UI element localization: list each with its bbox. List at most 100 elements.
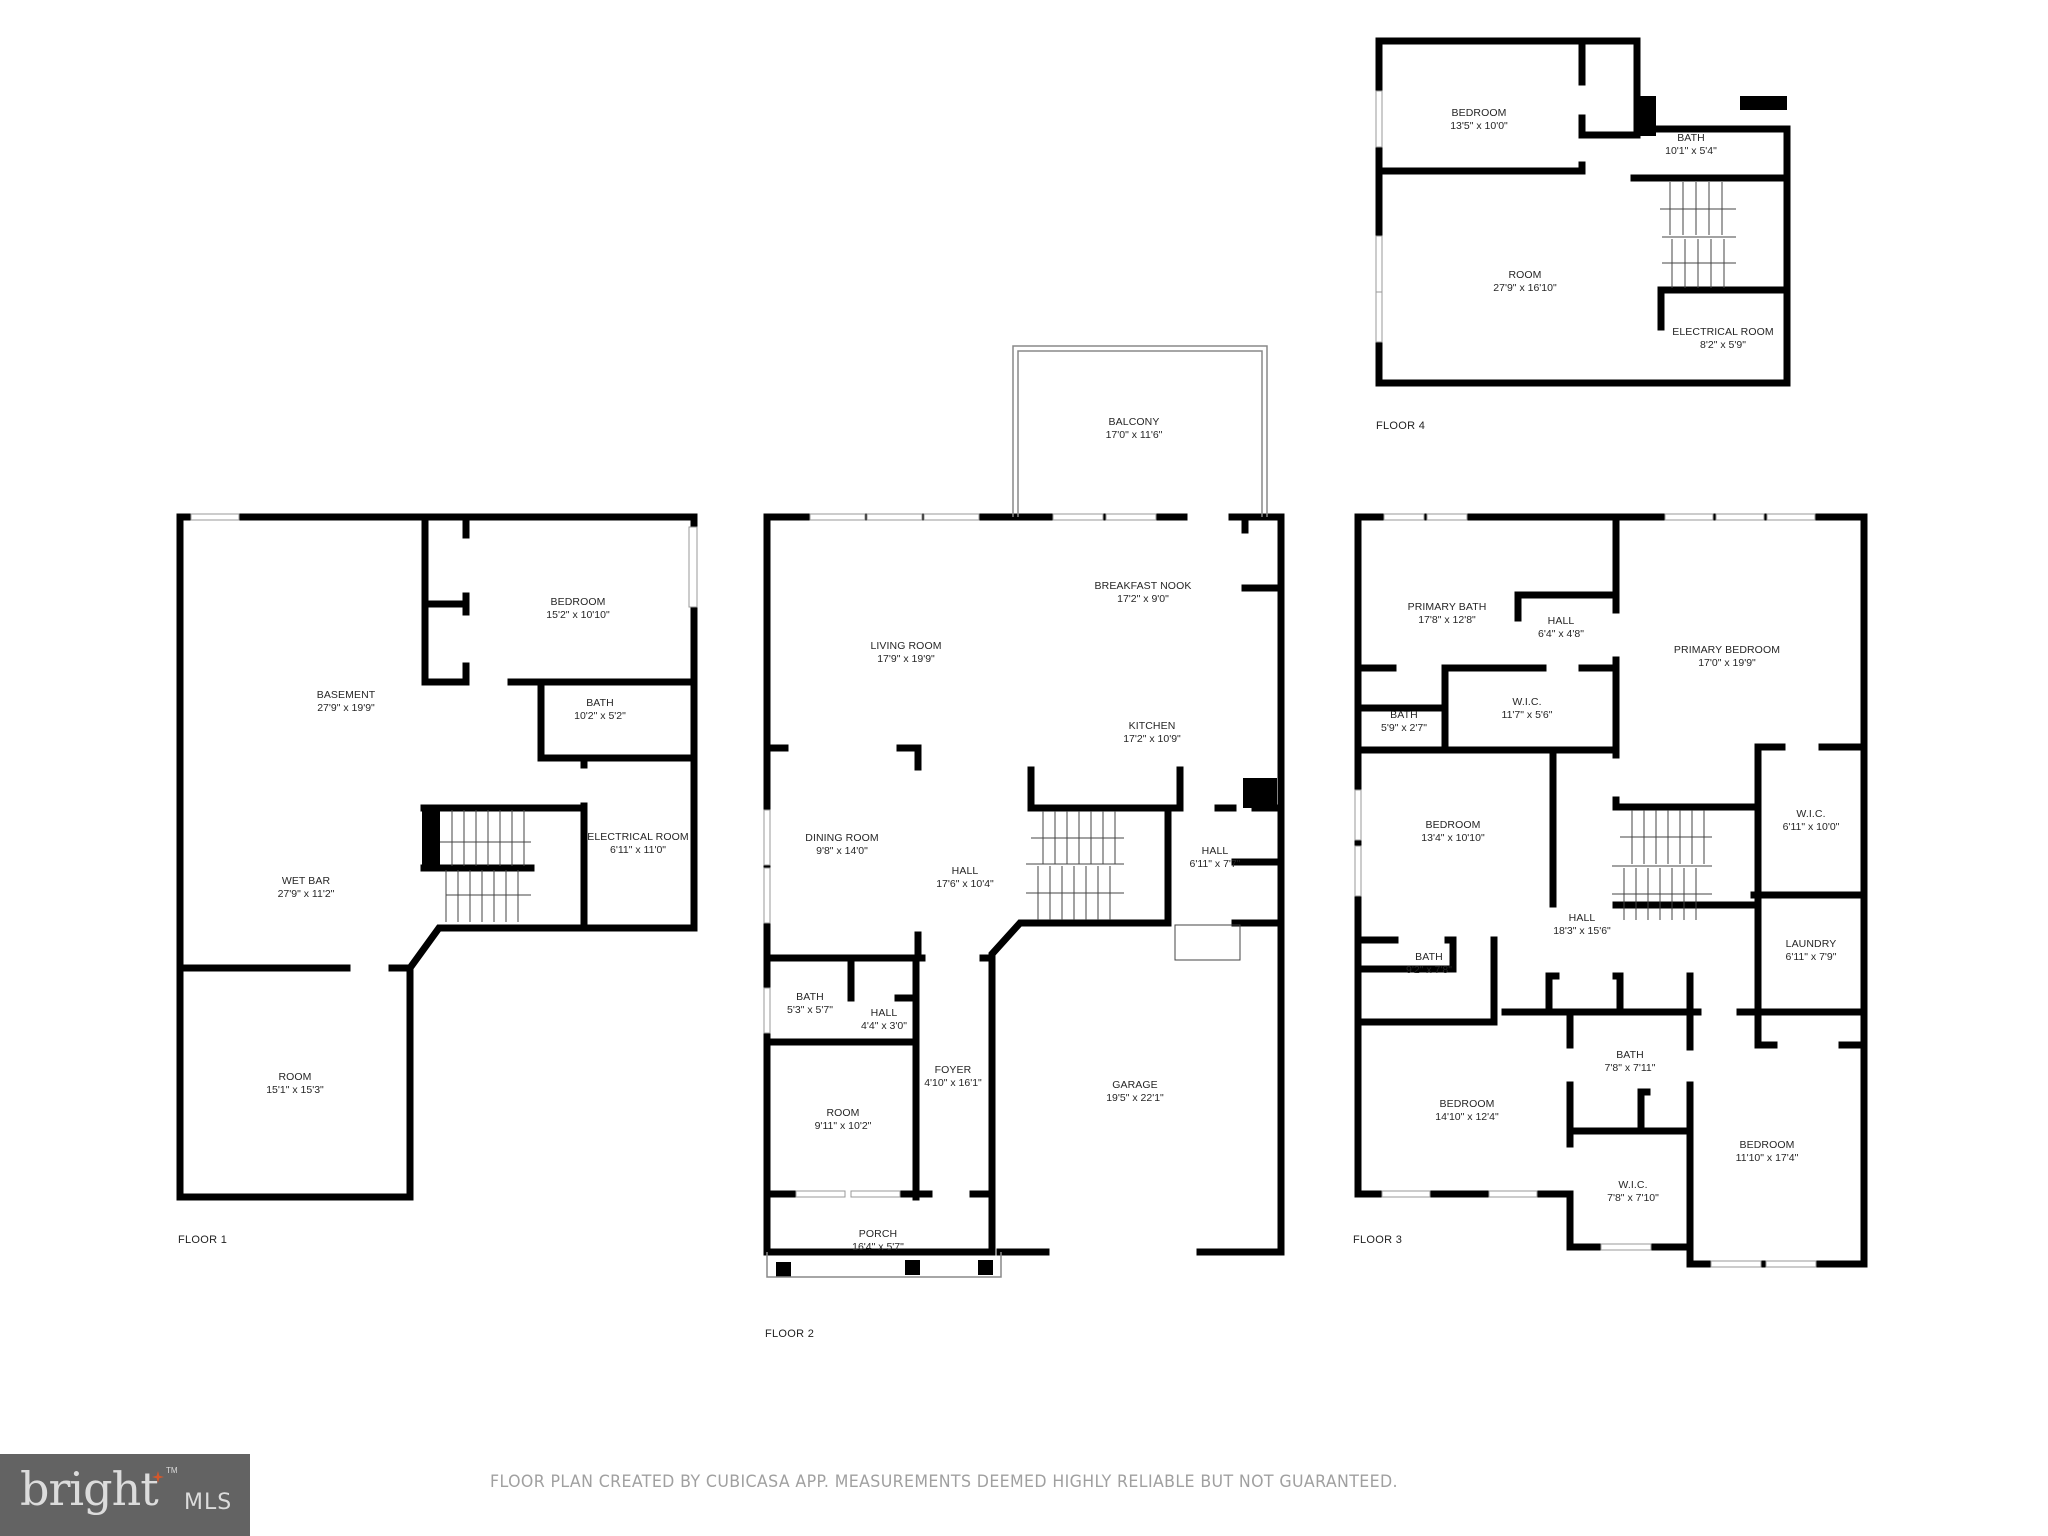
room-name: W.I.C. bbox=[1796, 808, 1826, 820]
room-name: BEDROOM bbox=[550, 596, 606, 608]
room-dims: 16'4" x 5'7" bbox=[852, 1241, 904, 1253]
room-wet-bar: WET BAR 27'9" x 11'2" bbox=[278, 875, 335, 901]
room-name: LIVING ROOM bbox=[870, 640, 942, 652]
floor-4-label: FLOOR 4 bbox=[1376, 420, 1426, 432]
floor-1-label: FLOOR 1 bbox=[178, 1234, 228, 1246]
room-name: HALL bbox=[1201, 845, 1229, 857]
room-bath: BATH 10'2" x 5'2" bbox=[574, 697, 626, 723]
room-dims: 13'5" x 10'0" bbox=[1450, 120, 1508, 132]
room-kitchen: KITCHEN 17'2" x 10'9" bbox=[1123, 720, 1181, 746]
floor4-walls bbox=[1375, 37, 1791, 387]
room-name: ELECTRICAL ROOM bbox=[587, 831, 689, 843]
room-primary-bedroom: PRIMARY BEDROOM 17'0" x 19'9" bbox=[1674, 644, 1780, 670]
room-electrical: ELECTRICAL ROOM 8'2" x 5'9" bbox=[1672, 326, 1773, 352]
room-foyer: FOYER 4'10" x 16'1" bbox=[924, 1064, 982, 1090]
room-dims: 27'9" x 16'10" bbox=[1493, 282, 1557, 294]
room-name: BEDROOM bbox=[1439, 1098, 1495, 1110]
room-dims: 17'0" x 11'6" bbox=[1105, 429, 1163, 441]
room-wic-primary: W.I.C. 11'7" x 5'6" bbox=[1502, 696, 1553, 722]
room-dims: 6'11" x 7'9" bbox=[1785, 951, 1837, 963]
room-dims: 6'11" x 10'0" bbox=[1782, 821, 1840, 833]
room-name: PRIMARY BEDROOM bbox=[1673, 644, 1781, 656]
room-dims: 6'11" x 7'7" bbox=[1189, 858, 1241, 870]
room-hall-small: HALL 4'4" x 3'0" bbox=[861, 1007, 907, 1033]
room-name: W.I.C. bbox=[1512, 696, 1542, 708]
room-dims: 7'8" x 7'11" bbox=[1604, 1062, 1656, 1074]
room-room: ROOM 15'1" x 15'3" bbox=[266, 1071, 324, 1097]
room-name: LAUNDRY bbox=[1785, 938, 1837, 950]
room-dims: 17'9" x 19'9" bbox=[877, 653, 935, 665]
room-dims: 17'2" x 9'0" bbox=[1117, 593, 1169, 605]
floor2-walls bbox=[763, 513, 1285, 1256]
room-name: FOYER bbox=[934, 1064, 972, 1076]
floor3-walls bbox=[1354, 513, 1868, 1268]
room-hall-large: HALL 18'3" x 15'6" bbox=[1553, 912, 1611, 938]
bright-mls-logo: bright TM MLS bbox=[0, 1454, 250, 1536]
room-bath-small: BATH 5'9" x 2'7" bbox=[1381, 709, 1427, 735]
room-porch: PORCH 16'4" x 5'7" bbox=[852, 1228, 904, 1254]
room-dims: 14'10" x 12'4" bbox=[1435, 1111, 1499, 1123]
room-primary-bath: PRIMARY BATH 17'8" x 12'8" bbox=[1408, 601, 1487, 627]
room-dims: 9'11" x 10'2" bbox=[814, 1120, 872, 1132]
room-dims: 8'2" x 5'9" bbox=[1700, 339, 1746, 351]
room-dims: 17'0" x 19'9" bbox=[1698, 657, 1756, 669]
room-name: HALL bbox=[1547, 615, 1575, 627]
room-name: BATH bbox=[1390, 709, 1418, 721]
room-dims: 9'8" x 14'0" bbox=[816, 845, 868, 857]
room-name: WET BAR bbox=[281, 875, 331, 887]
room-room: ROOM 27'9" x 16'10" bbox=[1493, 269, 1556, 295]
room-name: BALCONY bbox=[1108, 416, 1160, 428]
room-basement: BASEMENT 27'9" x 19'9" bbox=[317, 689, 376, 715]
room-name: W.I.C. bbox=[1618, 1179, 1648, 1191]
logo-mls-text: MLS bbox=[184, 1490, 233, 1515]
room-name: BEDROOM bbox=[1739, 1139, 1795, 1151]
room-name: HALL bbox=[870, 1007, 898, 1019]
room-bedroom-left: BEDROOM 14'10" x 12'4" bbox=[1435, 1098, 1498, 1124]
room-bath-hall: BATH 7'8" x 7'11" bbox=[1605, 1049, 1656, 1075]
room-name: HALL bbox=[951, 865, 979, 877]
room-hall-side: HALL 6'11" x 7'7" bbox=[1190, 845, 1241, 871]
room-name: ROOM bbox=[826, 1107, 860, 1119]
room-name: PRIMARY BATH bbox=[1407, 601, 1487, 613]
star-icon bbox=[152, 1471, 164, 1483]
room-dims: 10'2" x 5'2" bbox=[574, 710, 626, 722]
room-dims: 17'6" x 10'4" bbox=[936, 878, 994, 890]
room-dims: 11'7" x 5'6" bbox=[1501, 709, 1553, 721]
disclaimer-text: FLOOR PLAN CREATED BY CUBICASA APP. MEAS… bbox=[490, 1472, 1398, 1492]
room-dims: 19'5" x 22'1" bbox=[1106, 1092, 1164, 1104]
room-dining-room: DINING ROOM 9'8" x 14'0" bbox=[805, 832, 878, 858]
room-dims: 13'4" x 10'10" bbox=[1421, 832, 1485, 844]
room-name: BATH bbox=[1616, 1049, 1644, 1061]
room-dims: 15'2" x 10'10" bbox=[546, 609, 610, 621]
room-name: ROOM bbox=[1508, 269, 1542, 281]
room-bath: BATH 9'2" x 7'8" bbox=[1406, 951, 1452, 977]
room-name: HALL bbox=[1568, 912, 1596, 924]
room-hall-main: HALL 17'6" x 10'4" bbox=[936, 865, 994, 891]
room-bath: BATH 5'3" x 5'7" bbox=[787, 991, 833, 1017]
room-dims: 5'9" x 2'7" bbox=[1381, 722, 1427, 734]
room-bath: BATH 10'1" x 5'4" bbox=[1665, 132, 1717, 158]
room-name: DINING ROOM bbox=[805, 832, 879, 844]
room-dims: 4'4" x 3'0" bbox=[861, 1020, 907, 1032]
logo-brand-text: bright bbox=[20, 1462, 159, 1516]
room-dims: 27'9" x 19'9" bbox=[317, 702, 375, 714]
room-name: BREAKFAST NOOK bbox=[1094, 580, 1192, 592]
floor-2-label: FLOOR 2 bbox=[765, 1328, 815, 1340]
room-dims: 27'9" x 11'2" bbox=[277, 888, 335, 900]
room-bedroom: BEDROOM 15'2" x 10'10" bbox=[546, 596, 609, 622]
room-wic-small: W.I.C. 7'8" x 7'10" bbox=[1607, 1179, 1659, 1205]
room-name: ROOM bbox=[278, 1071, 312, 1083]
room-dims: 6'4" x 4'8" bbox=[1538, 628, 1584, 640]
room-name: BATH bbox=[1677, 132, 1705, 144]
room-dims: 11'10" x 17'4" bbox=[1735, 1152, 1799, 1164]
room-wic: W.I.C. 6'11" x 10'0" bbox=[1783, 808, 1840, 834]
room-dims: 18'3" x 15'6" bbox=[1553, 925, 1611, 937]
room-name: GARAGE bbox=[1112, 1079, 1158, 1091]
room-name: BATH bbox=[586, 697, 614, 709]
floor-3-label: FLOOR 3 bbox=[1353, 1234, 1403, 1246]
room-name: PORCH bbox=[858, 1228, 898, 1240]
room-breakfast-nook: BREAKFAST NOOK 17'2" x 9'0" bbox=[1095, 580, 1192, 606]
trademark-mark: TM bbox=[166, 1466, 178, 1475]
room-dims: 9'2" x 7'8" bbox=[1406, 964, 1452, 976]
